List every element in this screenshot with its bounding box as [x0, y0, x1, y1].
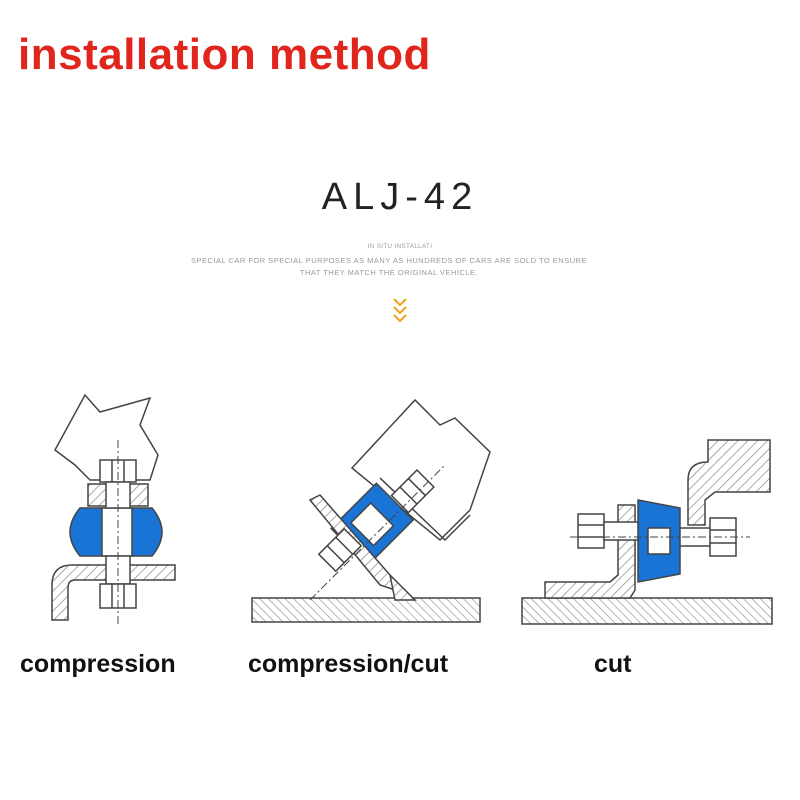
triple-chevron-down-icon [393, 298, 407, 323]
diagram-compression-cut [251, 398, 491, 623]
caption-compression: compression [20, 650, 176, 678]
caption-compression-cut: compression/cut [248, 650, 449, 678]
diagram-cut [521, 439, 773, 625]
subtitle-line-1: IN SITU INSTALLATI [367, 244, 433, 250]
page-title: installation method [18, 30, 431, 79]
subtitle-line-2: SPECIAL CAR FOR SPECIAL PURPOSES AS MANY… [190, 256, 588, 265]
diagram-compression [51, 393, 176, 625]
caption-cut: cut [594, 650, 632, 678]
subtitle-line-3: THAT THEY MATCH THE ORIGINAL VEHICLE. [299, 268, 479, 277]
model-number: ALJ-42 [321, 176, 479, 218]
